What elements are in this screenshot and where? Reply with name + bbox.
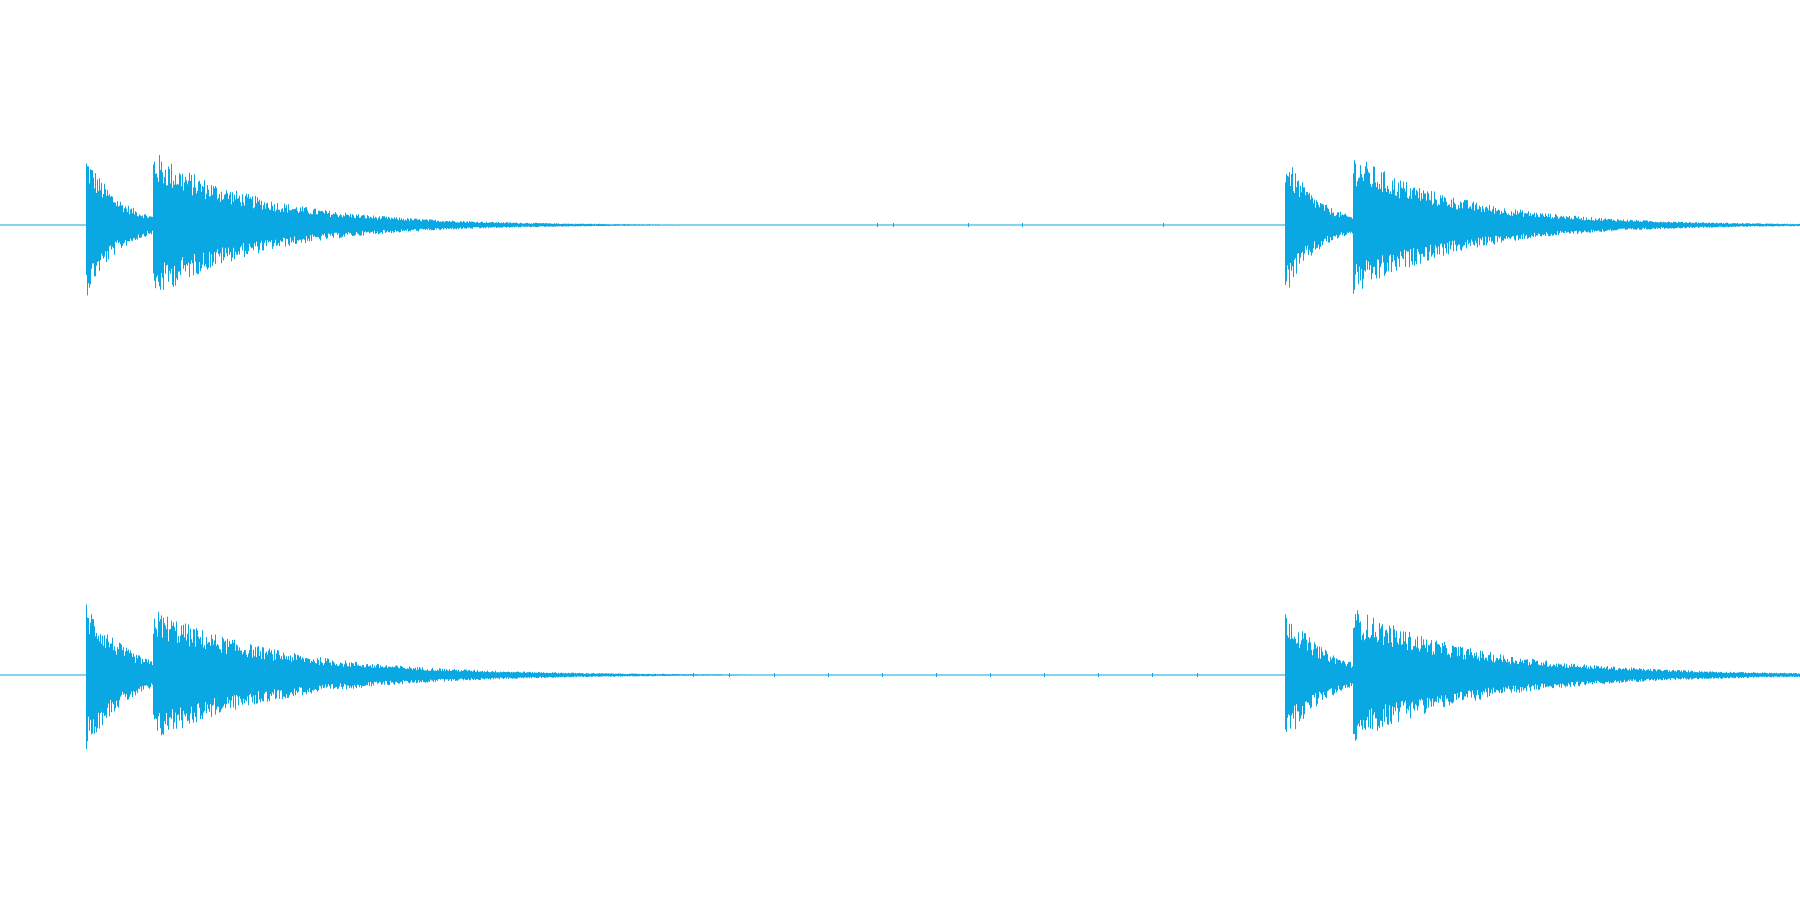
waveform-channel-top-canvas [0, 155, 1800, 296]
waveform-channel-bottom-canvas [0, 604, 1800, 750]
waveform-signal [86, 155, 1800, 296]
waveform-signal [86, 604, 1800, 750]
waveform-channel-top[interactable] [0, 0, 1800, 450]
waveform-channel-bottom[interactable] [0, 450, 1800, 900]
